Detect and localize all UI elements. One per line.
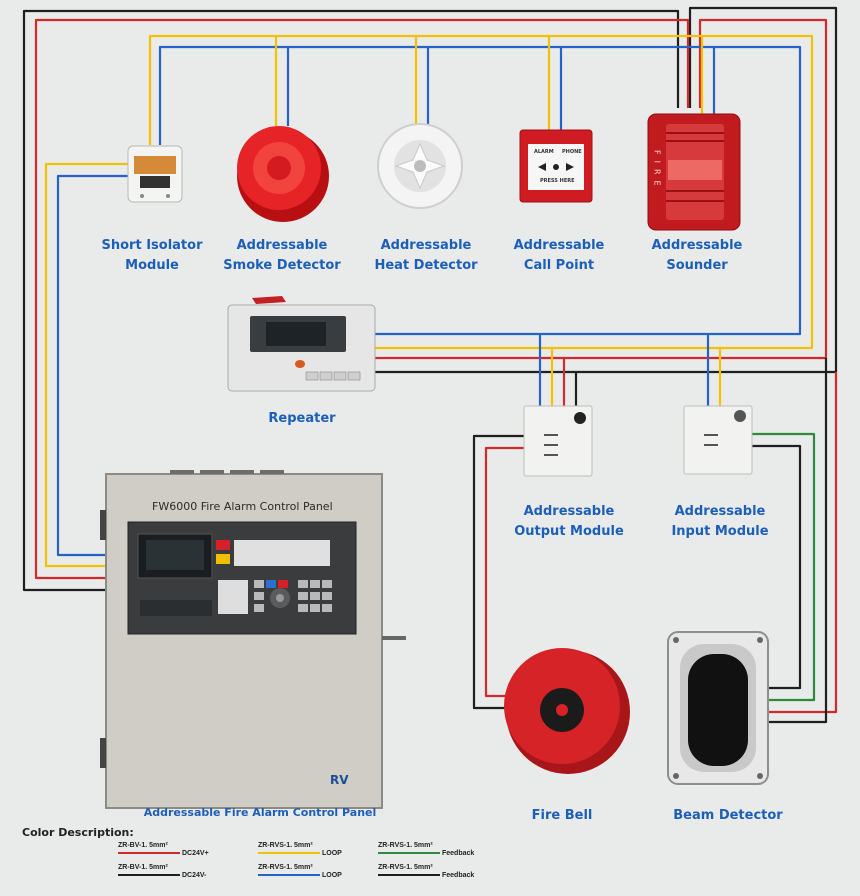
wire-blue-left [56,174,128,557]
short-isolator-module [127,145,183,203]
label-control-panel: Addressable Fire Alarm Control Panel [143,806,377,819]
wire-beam-red [768,372,838,714]
wire-bell-black [472,434,524,710]
label-repeater: Repeater [268,411,336,426]
label-fire-bell: Fire Bell [531,808,593,823]
callpoint-phone-text: PHONE [562,149,582,155]
legend-wire-name: ZR-BV-1. 5mm² [118,864,168,871]
legend-wire-swatch [258,852,320,854]
legend-wire-role: Feedback [442,872,475,879]
legend-title: Color Description: [22,826,134,839]
label-output-module: Addressable Output Module [514,504,624,539]
wire-beam-black [752,444,802,690]
call-point: ALARM PHONE PRESS HERE [519,129,593,203]
repeater [227,296,376,392]
control-panel: FW6000 Fire Alarm Control Panel RV [100,470,406,809]
wire-blue-loop [158,45,802,336]
legend-wire-role: Feedback [442,850,475,857]
sounder: FIRE [647,113,741,231]
label-short-isolator: Short Isolator Module [101,238,203,273]
input-module [683,405,753,475]
label-heat-detector: Addressable Heat Detector [374,238,478,273]
heat-detector [377,123,463,209]
legend-wire-name: ZR-RVS-1. 5mm² [378,842,433,849]
label-beam-detector: Beam Detector [673,808,783,823]
legend-wire-swatch [258,874,320,876]
label-smoke-detector: Addressable Smoke Detector [223,238,341,273]
legend-wire-role: DC24V+ [182,850,209,857]
legend-wire-role: DC24V- [182,872,207,879]
panel-title: FW6000 Fire Alarm Control Panel [152,500,333,513]
label-sounder: Addressable Sounder [651,238,743,273]
beam-detector [667,631,769,785]
legend-wire-swatch [378,874,440,876]
legend-wire-name: ZR-RVS-1. 5mm² [258,842,313,849]
legend-wire-name: ZR-RVS-1. 5mm² [378,864,433,871]
wire-red-outer [34,18,690,580]
output-module [523,405,593,477]
legend-wire-name: ZR-BV-1. 5mm² [118,842,168,849]
wire-red-right [375,18,828,360]
panel-brand-logo: RV [330,773,349,787]
legend-wire-swatch [378,852,440,854]
legend-wire-swatch [118,852,180,854]
wire-black-right [375,6,838,374]
legend-wire-role: LOOP [322,872,342,879]
wires [22,6,838,724]
wire-yellow-loop [148,34,814,350]
wire-beam-green [752,432,816,702]
callpoint-press-text: PRESS HERE [540,178,575,184]
callpoint-alarm-text: ALARM [534,149,554,155]
legend-wire-name: ZR-RVS-1. 5mm² [258,864,313,871]
smoke-detector [237,126,329,222]
legend-wire-role: LOOP [322,850,342,857]
fire-bell [504,648,630,774]
legend-wire-swatch [118,874,180,876]
wire-black-outer [22,9,680,592]
label-input-module: Addressable Input Module [671,504,769,539]
wire-bell-red [484,446,524,698]
sounder-fire-text: FIRE [653,150,662,192]
wire-yellow-left [44,162,128,568]
label-call-point: Addressable Call Point [513,238,605,273]
wire-beam-black2 [768,358,828,724]
